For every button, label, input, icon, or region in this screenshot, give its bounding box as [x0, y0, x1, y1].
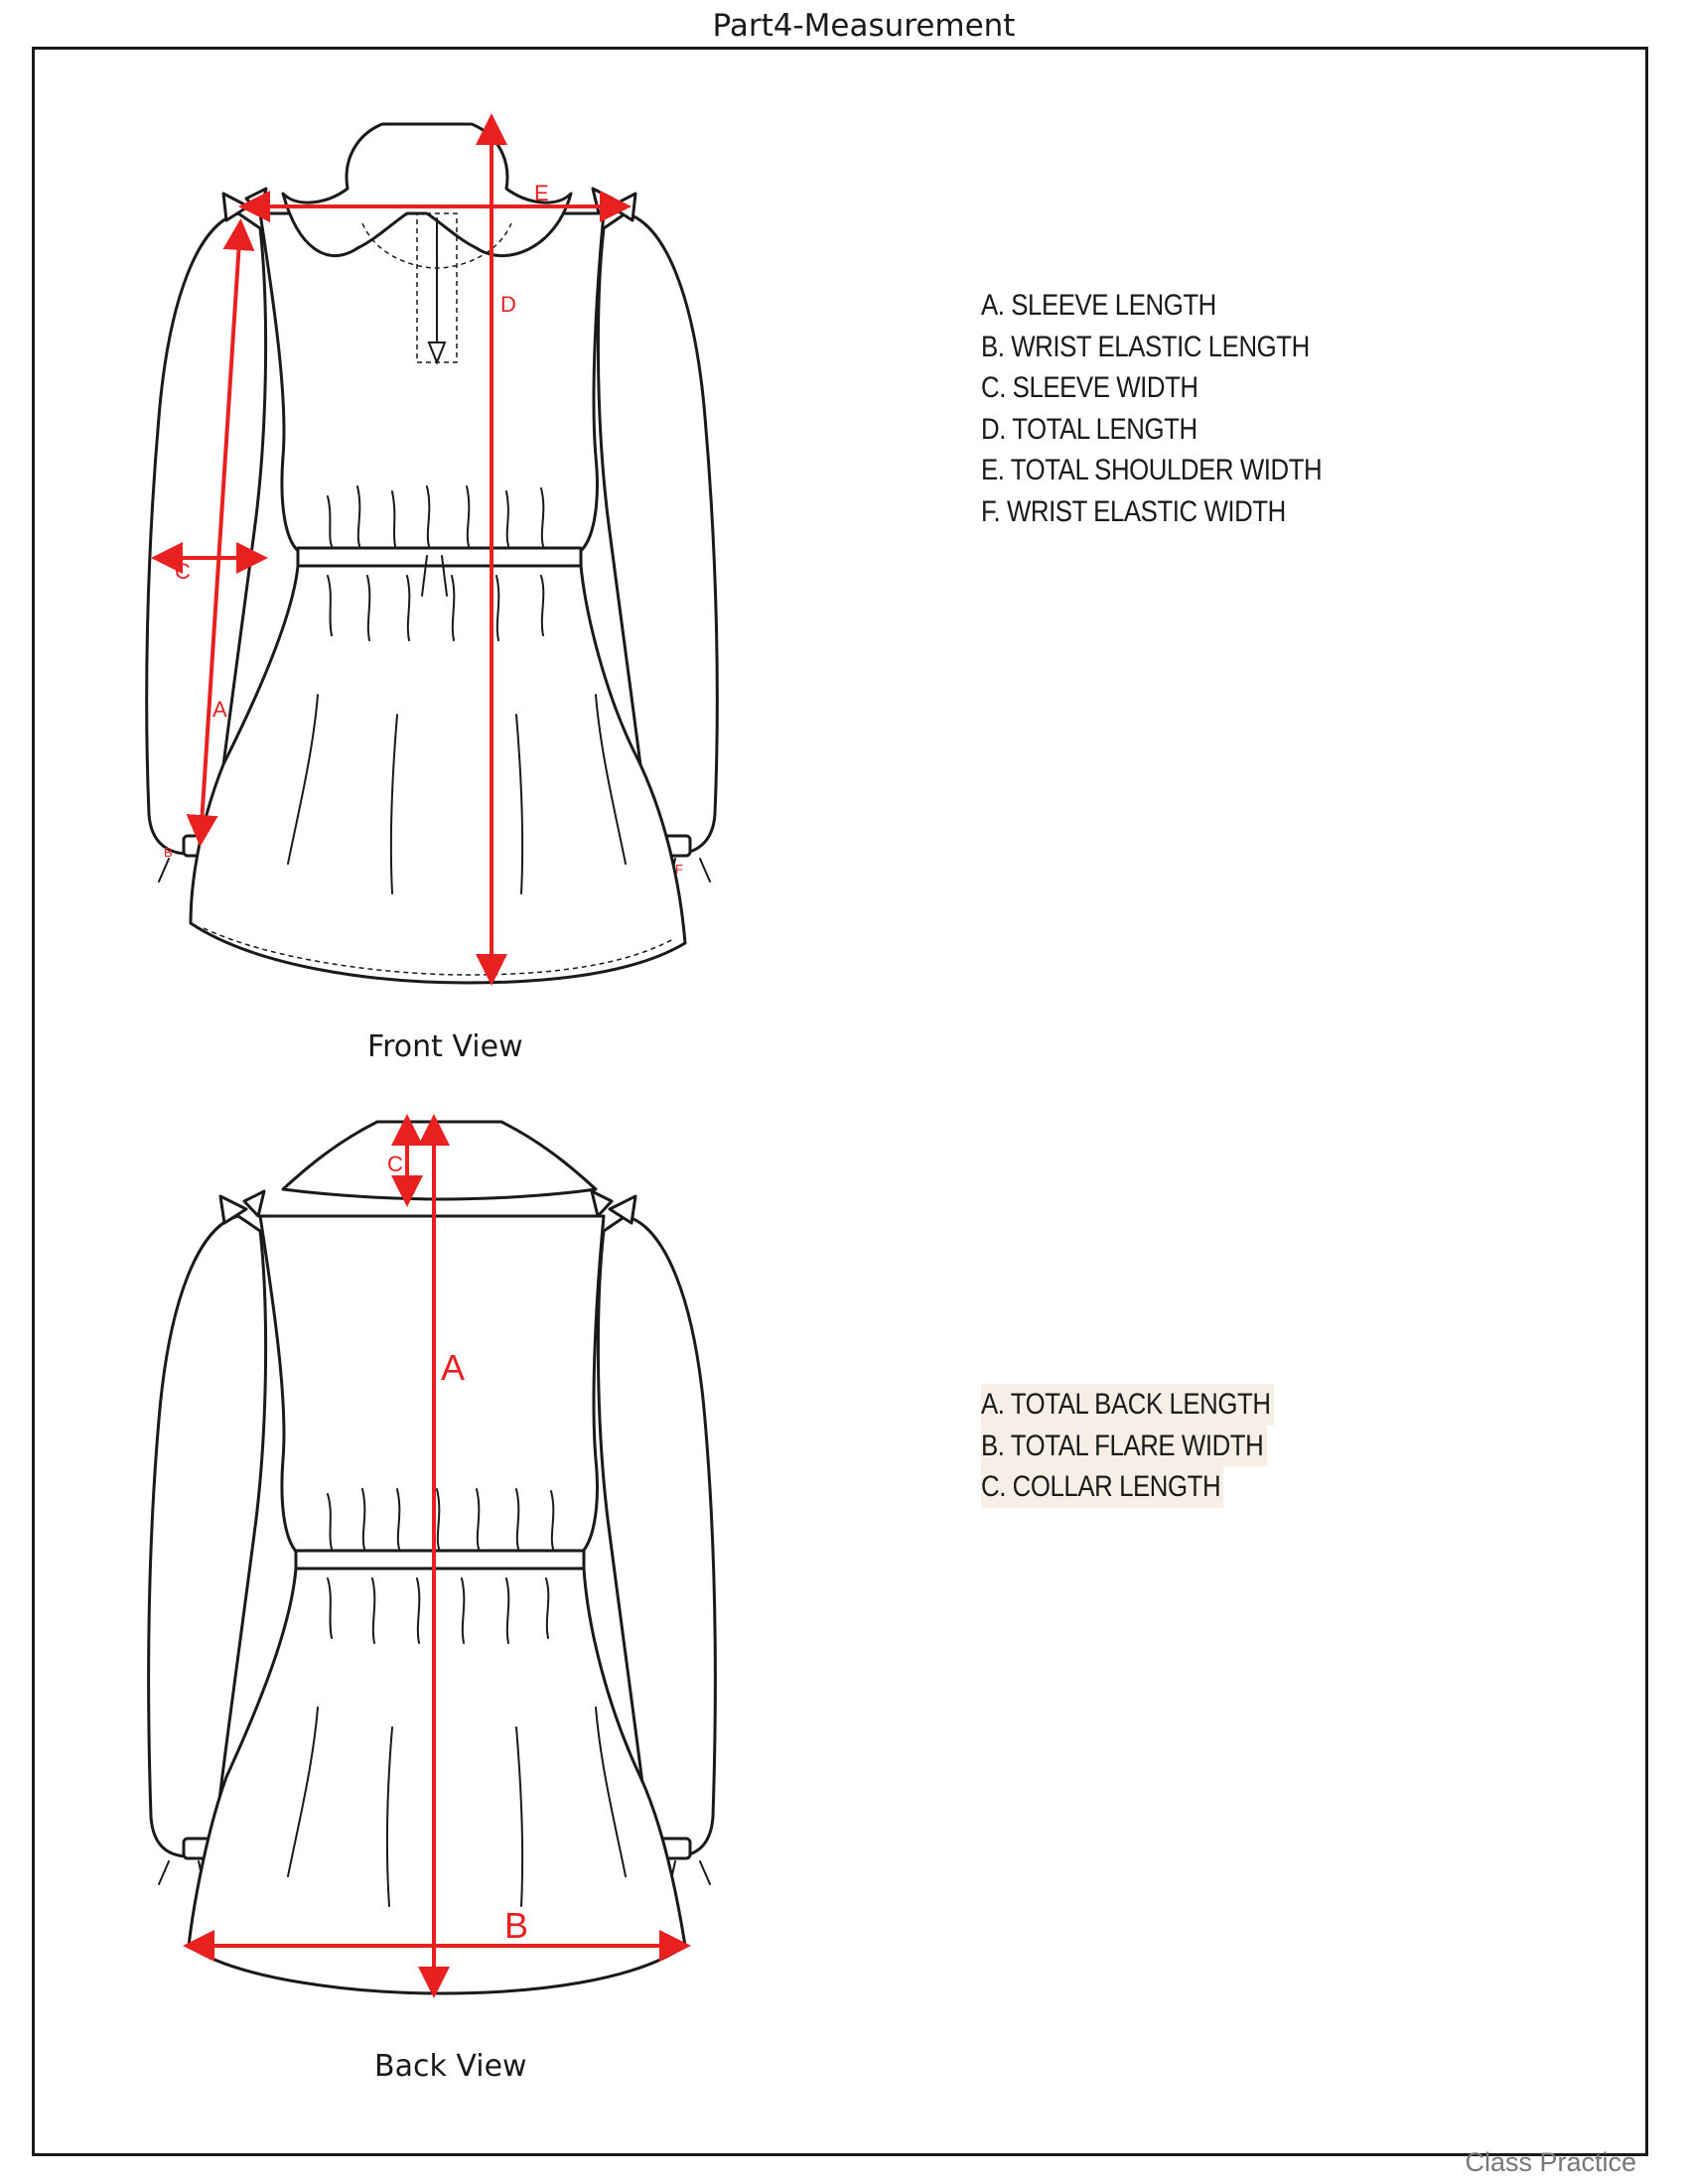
front-bodice: [258, 211, 606, 553]
back-legend-item: A. TOTAL BACK LENGTH: [981, 1384, 1274, 1426]
back-view-caption: Back View: [374, 2049, 527, 2084]
front-measure-a: [186, 218, 255, 847]
front-label-d: D: [500, 292, 516, 317]
front-label-f: F: [675, 862, 683, 877]
back-right-sleeve: [596, 1214, 717, 1858]
back-legend: A. TOTAL BACK LENGTH B. TOTAL FLARE WIDT…: [981, 1384, 1322, 1508]
back-label-a: A: [441, 1347, 465, 1388]
page-title: Part4-Measurement: [712, 8, 1016, 44]
front-legend-item: B. WRIST ELASTIC LENGTH: [981, 330, 1310, 363]
front-legend-item: C. SLEEVE WIDTH: [981, 371, 1198, 404]
back-legend-item: B. TOTAL FLARE WIDTH: [981, 1425, 1267, 1466]
back-collar: [281, 1120, 598, 1201]
front-measurements: A B C D E F: [151, 113, 683, 986]
back-waistband: [294, 1549, 586, 1570]
front-waistband: [296, 546, 583, 568]
front-label-c: C: [175, 559, 191, 584]
front-legend-item: D. TOTAL LENGTH: [981, 412, 1197, 446]
page-frame: [32, 47, 1648, 2156]
front-label-e: E: [534, 181, 549, 205]
back-left-sleeve: [147, 1214, 268, 1858]
front-view-caption: Front View: [367, 1029, 523, 1064]
front-legend: A. SLEEVE LENGTH B. WRIST ELASTIC LENGTH…: [981, 285, 1377, 532]
back-legend-item: C. COLLAR LENGTH: [981, 1466, 1224, 1508]
back-label-c: C: [387, 1152, 403, 1176]
front-legend-item: F. WRIST ELASTIC WIDTH: [981, 494, 1286, 528]
back-skirt: [187, 1567, 687, 1995]
footer-note: Class Practice: [1465, 2147, 1636, 2177]
front-legend-item: A. SLEEVE LENGTH: [981, 289, 1216, 322]
front-legend-item: E. TOTAL SHOULDER WIDTH: [981, 454, 1323, 486]
front-view-drawing: [145, 122, 719, 985]
back-label-b: B: [504, 1905, 528, 1946]
front-label-b: B: [164, 845, 173, 860]
front-skirt: [189, 564, 687, 985]
front-label-a: A: [212, 697, 227, 722]
back-measurements: A B C: [183, 1114, 691, 1998]
front-right-sleeve: [596, 211, 719, 856]
